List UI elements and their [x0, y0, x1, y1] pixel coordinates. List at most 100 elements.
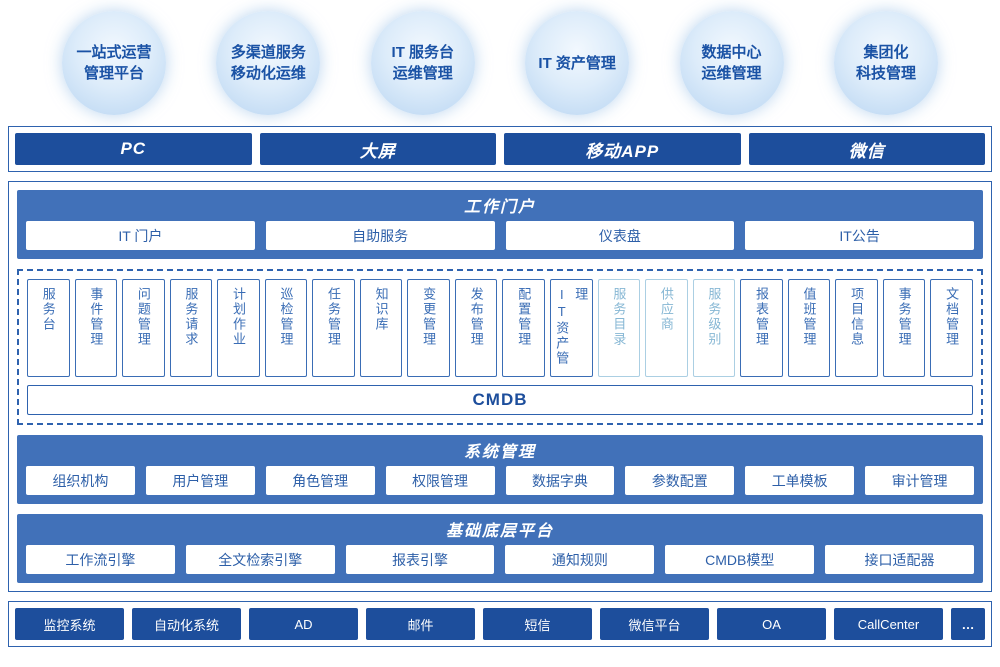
platform-items: 工作流引擎 全文检索引擎 报表引擎 通知规则 CMDB模型 接口适配器 [26, 545, 974, 574]
cmdb-bar: CMDB [27, 385, 973, 415]
module-service-request: 服务请求 [169, 279, 213, 377]
sys-item-permission: 权限管理 [385, 466, 495, 495]
section-title-work-portal: 工作门户 [463, 199, 536, 216]
module-label: 服务台 [40, 287, 56, 332]
channel-pc: PC [15, 133, 252, 165]
section-system-mgmt: 系统管理 组织机构 用户管理 角色管理 权限管理 数据字典 参数配置 工单模板 … [17, 435, 983, 504]
module-label: 报表管理 [753, 287, 769, 347]
portal-item-it-notice: IT公告 [745, 221, 974, 250]
plat-item-cmdb-model: CMDB模型 [665, 545, 815, 574]
integration-automation: 自动化系统 [132, 608, 241, 640]
module-supplier: 供应商 [645, 279, 688, 377]
module-label: IT资产管理 [554, 287, 589, 366]
portal-item-it-portal: IT 门户 [26, 221, 255, 250]
integration-bars: 监控系统 自动化系统 AD 邮件 短信 微信平台 OA CallCenter … [15, 608, 985, 640]
module-duty-mgmt: 值班管理 [787, 279, 831, 377]
module-label: 项目信息 [849, 287, 865, 347]
bubble-group-tech: 集团化 科技管理 [833, 11, 938, 115]
bubble-label: 一站式运营 管理平台 [76, 44, 152, 82]
integration-oa: OA [717, 608, 826, 640]
sys-item-param-config: 参数配置 [625, 466, 735, 495]
bubble-label: 多渠道服务 移动化运维 [230, 44, 306, 82]
portal-item-dashboard: 仪表盘 [505, 221, 735, 250]
module-label: 值班管理 [801, 287, 817, 347]
section-title-base-platform: 基础底层平台 [445, 523, 554, 540]
module-change-mgmt: 变更管理 [407, 279, 450, 377]
module-task-mgmt: 任务管理 [312, 279, 355, 377]
bubble-label: 集团化 科技管理 [855, 44, 916, 82]
module-report-mgmt: 报表管理 [740, 279, 783, 377]
channel-wechat: 微信 [748, 133, 985, 165]
module-problem-mgmt: 问题管理 [122, 279, 165, 377]
module-planned-job: 计划作业 [217, 279, 260, 377]
sys-item-user: 用户管理 [145, 466, 255, 495]
sys-item-audit: 审计管理 [865, 466, 974, 495]
portal-items: IT 门户 自助服务 仪表盘 IT公告 [26, 221, 974, 250]
section-work-portal: 工作门户 IT 门户 自助服务 仪表盘 IT公告 [17, 190, 983, 259]
module-label: 事务管理 [896, 287, 912, 347]
bubble-label: 数据中心 运维管理 [701, 44, 762, 82]
module-list: 服务台 事件管理 问题管理 服务请求 计划作业 巡检管理 任务管理 知识库 变更… [27, 279, 973, 377]
bubble-datacenter-ops: 数据中心 运维管理 [679, 11, 784, 115]
plat-item-notify-rule: 通知规则 [505, 545, 655, 574]
module-knowledge-base: 知识库 [359, 279, 403, 377]
channel-mobile-app: 移动APP [504, 133, 741, 165]
module-inspection-mgmt: 巡检管理 [264, 279, 308, 377]
portal-item-self-service: 自助服务 [265, 221, 495, 250]
channel-bars: PC 大屏 移动APP 微信 [15, 133, 985, 165]
bubble-multichannel-ops: 多渠道服务 移动化运维 [216, 11, 321, 115]
module-it-asset-mgmt: IT资产管理 [550, 279, 593, 377]
module-label: 变更管理 [421, 287, 437, 347]
module-project-info: 项目信息 [835, 279, 878, 377]
module-label: 任务管理 [326, 287, 342, 347]
module-label: 巡检管理 [278, 287, 294, 347]
plat-item-report-engine: 报表引擎 [345, 545, 495, 574]
system-items: 组织机构 用户管理 角色管理 权限管理 数据字典 参数配置 工单模板 审计管理 [26, 466, 974, 495]
bubble-one-stop-platform: 一站式运营 管理平台 [62, 11, 166, 115]
module-service-level: 服务级别 [692, 279, 736, 377]
module-label: 发布管理 [468, 287, 484, 347]
integration-callcenter: CallCenter [834, 608, 943, 640]
integration-wechat-platform: 微信平台 [600, 608, 709, 640]
module-service-desk: 服务台 [27, 279, 70, 377]
integration-sms: 短信 [483, 608, 592, 640]
bubble-it-servicedesk: IT 服务台 运维管理 [370, 11, 475, 115]
itsm-module-area: 服务台 事件管理 问题管理 服务请求 计划作业 巡检管理 任务管理 知识库 变更… [17, 269, 983, 425]
sys-item-data-dict: 数据字典 [505, 466, 615, 495]
module-config-mgmt: 配置管理 [502, 279, 546, 377]
module-service-catalog: 服务目录 [597, 279, 641, 377]
sys-item-org: 组织机构 [26, 466, 135, 495]
section-title-system-mgmt: 系统管理 [463, 444, 536, 461]
plat-item-workflow-engine: 工作流引擎 [26, 545, 175, 574]
bubble-label: IT 资产管理 [538, 54, 616, 72]
integration-ad: AD [249, 608, 358, 640]
plat-item-fulltext-engine: 全文检索引擎 [185, 545, 335, 574]
main-platform-container: 工作门户 IT 门户 自助服务 仪表盘 IT公告 服务台 事件管理 问题管理 服… [8, 181, 992, 592]
module-label: 文档管理 [944, 287, 960, 347]
capability-bubbles: 一站式运营 管理平台 多渠道服务 移动化运维 IT 服务台 运维管理 IT 资产… [0, 0, 1000, 126]
module-document-mgmt: 文档管理 [930, 279, 973, 377]
plat-item-adapter: 接口适配器 [825, 545, 974, 574]
module-affairs-mgmt: 事务管理 [882, 279, 926, 377]
module-incident-mgmt: 事件管理 [74, 279, 118, 377]
module-label: 服务目录 [611, 287, 627, 347]
sys-item-role: 角色管理 [265, 466, 375, 495]
bubble-label: IT 服务台 运维管理 [391, 44, 455, 82]
module-label: 配置管理 [516, 287, 532, 347]
module-label: 服务请求 [183, 287, 199, 347]
module-label: 供应商 [658, 287, 674, 332]
module-label: 知识库 [373, 287, 389, 332]
module-label: 服务级别 [706, 287, 722, 347]
integration-mail: 邮件 [366, 608, 475, 640]
module-label: 问题管理 [135, 287, 151, 347]
integration-more: … [951, 608, 985, 640]
integration-row: 监控系统 自动化系统 AD 邮件 短信 微信平台 OA CallCenter … [8, 601, 992, 647]
channel-bigscreen: 大屏 [259, 133, 496, 165]
module-label: 事件管理 [88, 287, 104, 347]
integration-monitoring: 监控系统 [15, 608, 124, 640]
channel-row: PC 大屏 移动APP 微信 [8, 126, 992, 172]
module-release-mgmt: 发布管理 [454, 279, 498, 377]
module-label: 计划作业 [230, 287, 246, 347]
bubble-it-asset: IT 资产管理 [525, 11, 630, 115]
